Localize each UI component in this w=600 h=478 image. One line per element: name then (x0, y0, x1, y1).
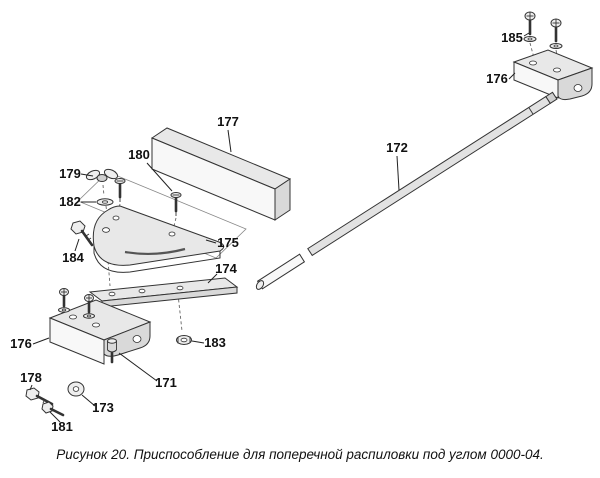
part-label-179: 179 (59, 166, 81, 181)
part-label-172: 172 (386, 140, 408, 155)
bolt-181 (41, 401, 65, 417)
screws-bracket-left (58, 288, 95, 319)
part-label-182: 182 (59, 194, 81, 209)
part-label-180: 180 (128, 147, 150, 162)
part-label-177: 177 (217, 114, 239, 129)
fence-footprint-outline (77, 171, 247, 259)
part-label-178: 178 (20, 370, 42, 385)
washer-173 (67, 381, 85, 397)
part-label-175: 175 (217, 235, 239, 250)
screws-185 (523, 11, 563, 49)
part-label-181: 181 (51, 419, 73, 434)
screws-180 (114, 178, 182, 216)
part-label-183: 183 (204, 335, 226, 350)
fence-177 (150, 127, 292, 221)
bracket-176-left (48, 299, 152, 365)
bracket-176-top (512, 49, 594, 101)
part-label-185: 185 (501, 30, 523, 45)
part-label-174: 174 (215, 261, 237, 276)
pin-171 (107, 338, 117, 364)
part-label-176-top: 176 (486, 71, 508, 86)
bar-174 (88, 277, 239, 308)
part-labels: 185 176 177 180 179 182 172 184 175 174 … (10, 30, 523, 434)
figure-caption: Рисунок 20. Приспособление для поперечно… (56, 447, 544, 462)
wingnut-179 (85, 168, 119, 182)
bolt-184 (70, 220, 94, 247)
part-label-176-left: 176 (10, 336, 32, 351)
washer-182 (96, 198, 114, 206)
part-label-173: 173 (92, 400, 114, 415)
nut-183 (176, 335, 192, 345)
part-label-184: 184 (62, 250, 84, 265)
plate-175 (92, 205, 225, 273)
part-label-171: 171 (155, 375, 177, 390)
rod-172 (255, 91, 558, 290)
leader-lines (29, 32, 530, 423)
